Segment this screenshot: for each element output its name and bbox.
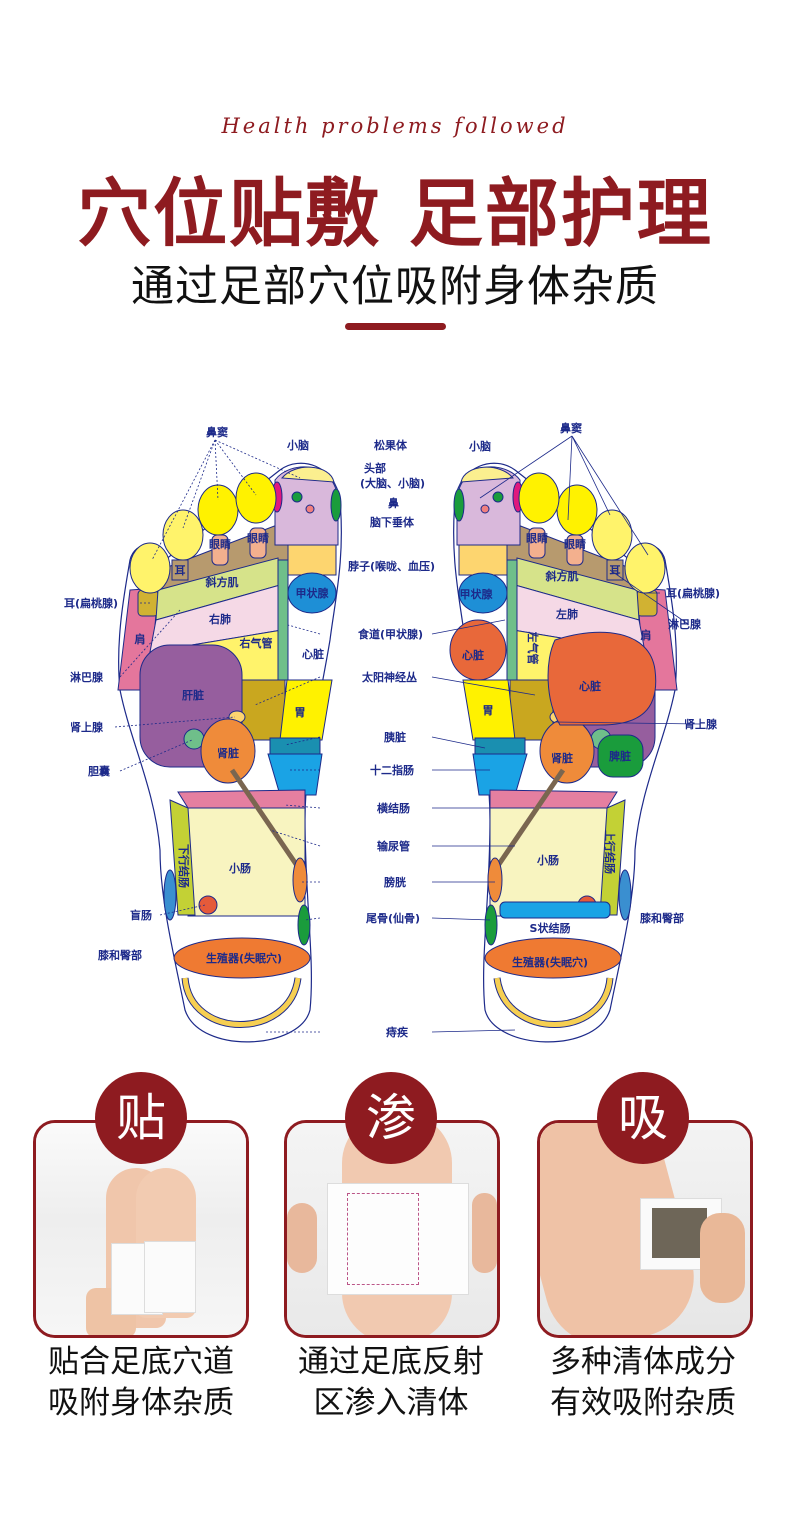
spleen-region — [597, 734, 644, 778]
caption-line: 多种清体成分 — [550, 1344, 736, 1380]
label-reproductive: 生殖器(失眠穴) — [512, 955, 588, 969]
label-spleen: 脾脏 — [609, 749, 631, 763]
label-lymph-right: 淋巴腺 — [668, 617, 702, 631]
heart-region — [449, 619, 507, 681]
label-shoulder: 肩 — [641, 628, 652, 642]
label-pineal: 松果体 — [374, 438, 408, 452]
label-knee-hip-right: 膝和臀部 — [640, 911, 684, 925]
label-neck: 脖子(喉咙、血压) — [347, 559, 435, 573]
sigmoid-colon-region — [499, 901, 611, 919]
label-esophagus: 食道(甲状腺) — [358, 627, 423, 641]
right-labels: 鼻窦 小脑 耳(扁桃腺) 淋巴腺 肾上腺 膝和臀部 — [468, 421, 720, 925]
label-eye: 眼睛 — [526, 531, 548, 545]
label-coccyx: 尾骨(仙骨) — [365, 911, 420, 925]
label-ear-tonsil-right: 耳(扁桃腺) — [666, 586, 720, 600]
caption-line: 贴合足底穴道 — [48, 1344, 234, 1380]
caption-line: 区渗入清体 — [313, 1385, 469, 1421]
caption-line: 吸附身体杂质 — [48, 1385, 234, 1421]
label-liver: 肝脏 — [182, 688, 204, 702]
caption-line: 通过足底反射 — [298, 1344, 484, 1380]
label-ureter: 输尿管 — [377, 839, 410, 853]
label-heart: 心脏 — [462, 648, 484, 662]
label-cerebellum-left: 小脑 — [286, 438, 309, 452]
label-ear: 耳 — [610, 564, 621, 577]
left-inner-labels: 耳 眼睛 眼睛 斜方肌 右肺 右气管 肝脏 肾脏 甲状腺 心脏 胃 小肠 下行结… — [135, 531, 330, 965]
label-bladder: 膀胱 — [383, 875, 406, 889]
badge-penetrate: 渗 — [345, 1072, 437, 1164]
label-small-intestine: 小肠 — [536, 853, 559, 867]
label-appendix: 盲肠 — [130, 908, 152, 922]
label-duodenum: 十二指肠 — [370, 763, 414, 777]
caption-absorb: 多种清体成分 有效吸附杂质 — [513, 1342, 773, 1424]
label-kidney: 肾脏 — [551, 751, 573, 765]
label-gallbladder: 胆囊 — [88, 764, 111, 778]
label-right-bronchus: 右气管 — [239, 636, 273, 650]
label-solar-plexus: 太阳神经丛 — [361, 670, 417, 684]
label-adrenal-left: 肾上腺 — [70, 720, 104, 734]
badge-absorb: 吸 — [597, 1072, 689, 1164]
label-sinus-left: 鼻窦 — [206, 425, 228, 439]
caption-penetrate: 通过足底反射 区渗入清体 — [261, 1342, 521, 1424]
label-left-lung: 左肺 — [555, 607, 578, 621]
label-heart: 心脏 — [302, 647, 324, 661]
page-subtitle: 通过足部穴位吸附身体杂质 — [131, 262, 659, 312]
label-left-bronchus: 左气管 — [526, 631, 540, 665]
label-cerebellum-right: 小脑 — [468, 439, 491, 453]
label-trapezius: 斜方肌 — [545, 569, 579, 583]
label-adrenal-right: 肾上腺 — [684, 717, 718, 731]
label-ear-tonsil-left: 耳(扁桃腺) — [64, 596, 118, 610]
label-reproductive: 生殖器(失眠穴) — [206, 951, 282, 965]
label-thyroid: 甲状腺 — [296, 586, 330, 600]
label-trapezius: 斜方肌 — [205, 575, 239, 589]
label-ear: 耳 — [175, 564, 186, 577]
label-small-intestine: 小肠 — [228, 861, 251, 875]
eyebrow-text: Health problems followed — [221, 114, 569, 138]
label-stomach: 胃 — [483, 704, 494, 717]
label-right-lung: 右肺 — [208, 612, 231, 626]
label-shoulder: 肩 — [135, 632, 146, 646]
label-pancreas: 胰脏 — [383, 730, 406, 744]
label-knee-hip-left: 膝和臀部 — [98, 948, 142, 962]
page-title: 穴位贴敷 足部护理 — [77, 171, 713, 257]
center-labels: 松果体 头部 (大脑、小脑) 鼻 脑下垂体 脖子(喉咙、血压) 食道(甲状腺) … — [347, 438, 435, 1039]
label-ascending-colon: 上行结肠 — [603, 830, 617, 874]
label-descending-colon: 下行结肠 — [177, 844, 191, 888]
label-lymph-left: 淋巴腺 — [70, 670, 104, 684]
title-divider — [345, 323, 446, 330]
label-pituitary: 脑下垂体 — [370, 515, 415, 529]
badge-apply: 贴 — [95, 1072, 187, 1164]
label-head: 头部 — [364, 461, 386, 475]
label-thyroid: 甲状腺 — [460, 587, 494, 601]
label-heart: 心脏 — [579, 679, 601, 693]
label-brain: (大脑、小脑) — [360, 476, 425, 490]
label-sinus-right: 鼻窦 — [560, 421, 582, 435]
label-sigmoid-colon: S状结肠 — [530, 921, 571, 935]
label-eye: 眼睛 — [564, 537, 586, 551]
right-inner-labels: 眼睛 眼睛 耳 斜方肌 左肺 左气管 心脏 心脏 甲状腺 胃 肾脏 脾脏 小肠 … — [460, 531, 652, 969]
left-labels: 鼻窦 小脑 耳(扁桃腺) 淋巴腺 肾上腺 胆囊 盲肠 膝和臀部 — [64, 425, 309, 962]
label-transverse-colon: 横结肠 — [377, 801, 410, 815]
label-stomach: 胃 — [295, 706, 306, 719]
label-eye: 眼睛 — [209, 537, 231, 551]
caption-line: 有效吸附杂质 — [550, 1385, 736, 1421]
label-kidney: 肾脏 — [217, 746, 239, 760]
label-eye: 眼睛 — [247, 531, 269, 545]
caption-apply: 贴合足底穴道 吸附身体杂质 — [11, 1342, 271, 1424]
label-nose: 鼻 — [388, 496, 399, 510]
label-hemorrhoids: 痔疾 — [386, 1025, 408, 1039]
foot-reflexology-diagram: 松果体 头部 (大脑、小脑) 鼻 脑下垂体 脖子(喉咙、血压) 食道(甲状腺) … — [64, 421, 720, 1060]
right-heart-region — [547, 631, 657, 726]
leader-lines — [114, 435, 701, 1033]
